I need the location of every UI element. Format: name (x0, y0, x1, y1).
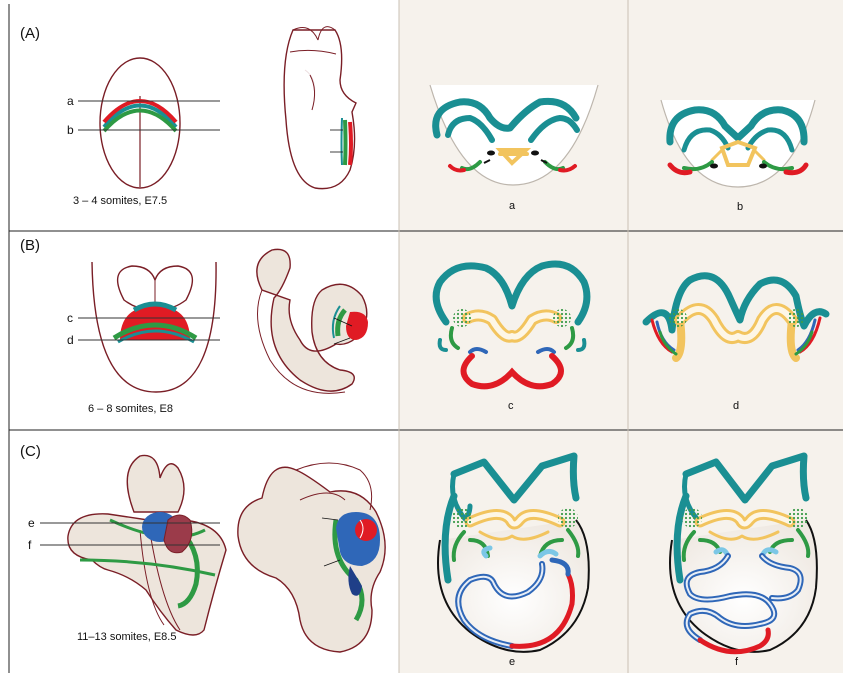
cut-label-c: c (67, 311, 73, 325)
section-d-label: d (733, 400, 739, 412)
panel-c-label: (C) (20, 443, 41, 460)
panel-a-caption: 3 – 4 somites, E7.5 (73, 195, 167, 207)
cut-label-e: e (28, 516, 35, 530)
cut-label-a: a (67, 94, 74, 108)
section-a-label: a (509, 200, 516, 212)
cut-label-b: b (67, 123, 74, 137)
section-b-label: b (737, 201, 743, 213)
panel-b-label: (B) (20, 237, 40, 254)
cut-label-d: d (67, 333, 74, 347)
panel-a-label: (A) (20, 25, 40, 42)
section-c-label: c (508, 400, 514, 412)
panel-b-caption: 6 – 8 somites, E8 (88, 403, 173, 415)
section-e-label: e (509, 656, 515, 668)
panel-c-caption: 11–13 somites, E8.5 (77, 631, 176, 643)
